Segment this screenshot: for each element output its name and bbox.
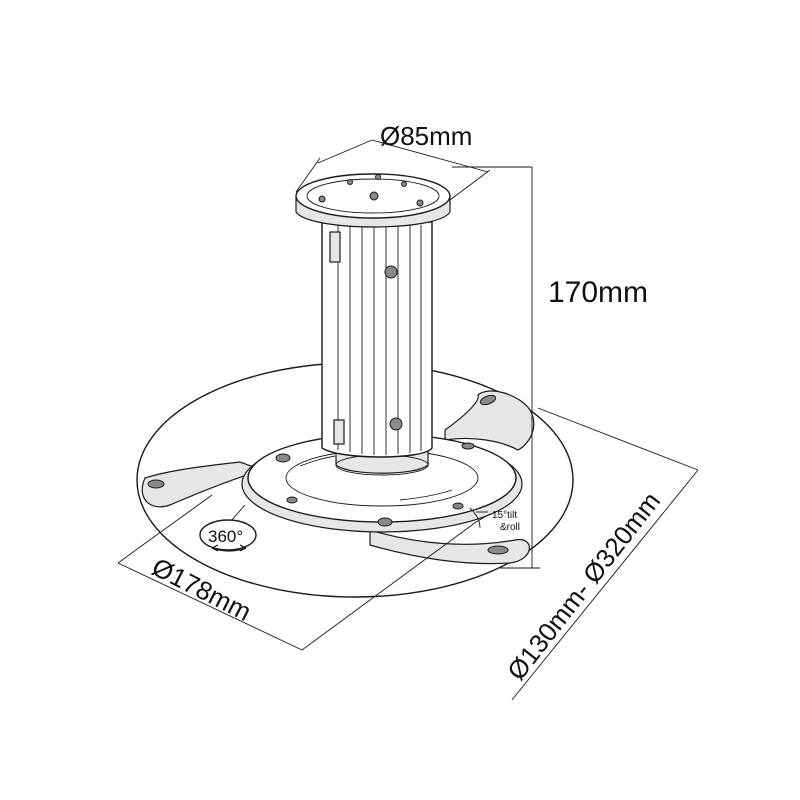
tilt-indicator [469,507,488,529]
arm-screw-slot [487,545,509,555]
extension-tube [321,221,433,458]
ceiling-plate-hole [416,199,424,207]
mounting-plate-hole [286,496,298,504]
label-tilt-line1: 15°tilt [492,510,517,521]
dimension-arm-diameter [117,494,491,651]
tube-lock-screw [384,265,398,279]
ceiling-plate-inner [306,178,440,214]
adapter-arm-right-lower [369,529,530,565]
ceiling-plate-hole [347,179,353,185]
mounting-plate-hole [461,442,475,450]
tube-inner-clip [329,231,341,263]
label-rotation: 360° [208,527,243,546]
arm-screw-slot [147,479,165,489]
tube-inner-clip [333,419,345,445]
ceiling-plate-hole [375,174,381,180]
rotation-indicator [199,504,257,552]
ceiling-plate-hole [401,181,407,187]
ceiling-plate-center-hole [369,191,379,201]
mounting-plate-hole [275,453,291,463]
label-plate-diameter: Ø85mm [380,121,472,151]
arm-screw-slot [479,394,497,406]
mounting-plate-hole [452,502,464,510]
dimension-height [452,166,540,569]
mounting-plate-slot [299,455,336,467]
mounting-plate-slot [399,489,453,501]
dimension-mount-range [511,407,699,701]
label-height: 170mm [548,276,648,309]
ceiling-plate-hole [318,195,326,203]
tube-lock-screw [389,417,403,431]
adapter-arm-left [141,461,264,508]
mounting-plate-hole [377,517,393,527]
adapter-arm-right-upper [444,390,535,451]
label-tilt-line2: &roll [500,522,520,533]
